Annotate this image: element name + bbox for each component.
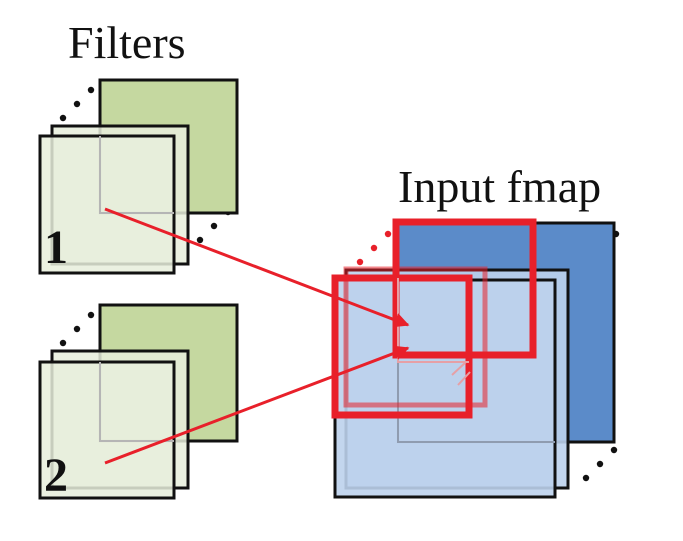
filter-1-stack: 1	[38, 78, 239, 275]
fmap-highlight-corner-marks	[451, 361, 471, 386]
fmap-highlight-hidden-edges	[397, 278, 469, 363]
fmap-highlight-window-front	[331, 274, 473, 419]
filter-1-front-channel	[38, 134, 176, 275]
fmap-highlight-window-mid	[343, 266, 488, 408]
filter-1-to-fmap-arrow	[104, 207, 410, 328]
filter-2-hidden-edges	[99, 362, 174, 442]
filter-2-front-channel	[38, 360, 176, 500]
fmap-highlight-window-back	[392, 218, 537, 359]
fmap-front-channel	[333, 278, 557, 499]
filter-1-label: 1	[44, 221, 68, 274]
filter-2-to-fmap-arrow	[104, 345, 410, 465]
filter-1-hidden-edges	[99, 136, 174, 214]
filter-2-stack: 2	[38, 303, 239, 502]
input-fmap-title: Input fmap	[398, 161, 601, 212]
input-fmap-stack	[331, 218, 620, 499]
filters-title: Filters	[68, 17, 186, 68]
filter-2-label: 2	[44, 449, 68, 502]
